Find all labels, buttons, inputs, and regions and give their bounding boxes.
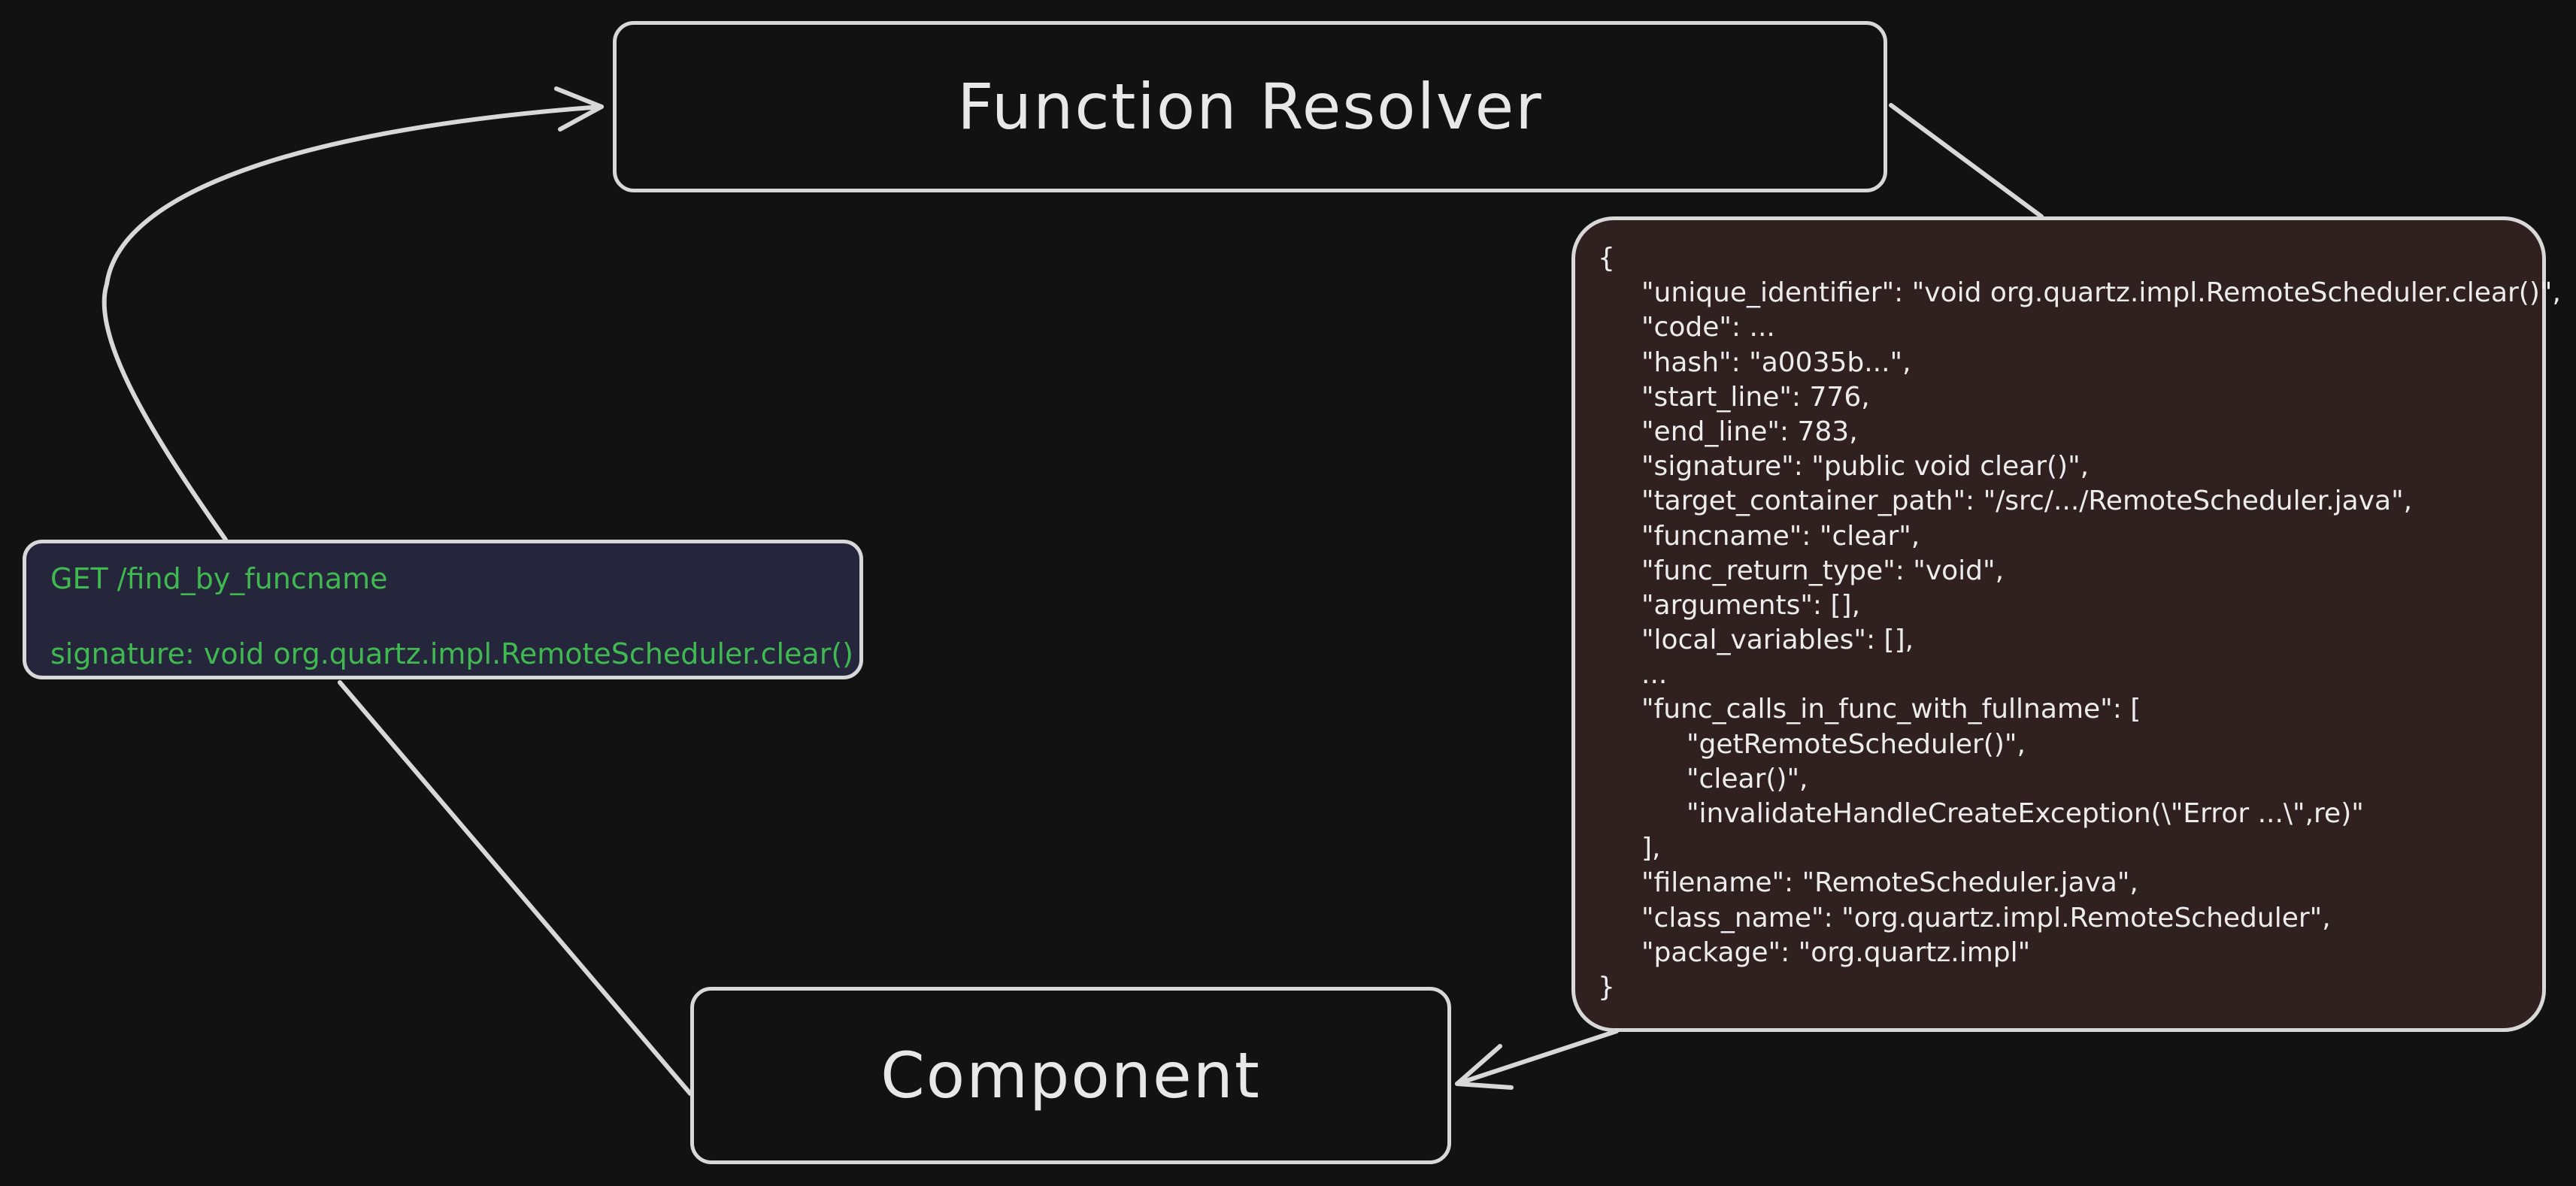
response-json-line: ...	[1641, 659, 1668, 691]
response-json-line: "local_variables": [],	[1641, 625, 1914, 656]
response-json-line: "end_line": 783,	[1641, 416, 1858, 447]
response-json-line: "getRemoteScheduler()",	[1687, 728, 2026, 760]
response-json-line: "start_line": 776,	[1641, 381, 1870, 413]
function-resolver-box: Function Resolver	[613, 21, 1887, 192]
function-resolver-title: Function Resolver	[957, 70, 1543, 144]
response-json-line: "filename": "RemoteScheduler.java",	[1641, 867, 2138, 899]
response-json-line: "code": ...	[1641, 312, 1775, 343]
request-to-resolver-arrowhead	[554, 86, 604, 132]
response-json-line: "clear()",	[1687, 763, 1808, 794]
request-box: GET /find_by_funcname signature: void or…	[23, 540, 863, 679]
request-signature-line: signature: void org.quartz.impl.RemoteSc…	[50, 637, 853, 670]
response-json-line: "func_calls_in_func_with_fullname": [	[1641, 694, 2141, 725]
response-json-line: "class_name": "org.quartz.impl.RemoteSch…	[1641, 902, 2331, 933]
response-to-component-arrow	[1455, 1029, 1619, 1086]
response-json-line: "invalidateHandleCreateException(\"Error…	[1687, 798, 2364, 829]
resolver-to-response-line	[1889, 103, 2044, 219]
response-json-line: "hash": "a0035b...",	[1641, 346, 1911, 378]
response-json-line: "arguments": [],	[1641, 589, 1861, 621]
response-json-line: {	[1598, 243, 1615, 274]
response-json-line: "funcname": "clear",	[1641, 520, 1920, 552]
response-json-line: "unique_identifier": "void org.quartz.im…	[1641, 277, 2561, 309]
response-json-line: }	[1598, 971, 1615, 1003]
response-json-box: { "unique_identifier": "void org.quartz.i…	[1571, 216, 2561, 1032]
response-json-line: "package": "org.quartz.impl"	[1641, 936, 2031, 968]
response-json-line: ],	[1641, 833, 1661, 864]
request-to-resolver-arrow	[102, 104, 604, 542]
component-box: Component	[690, 987, 1451, 1164]
response-json-line: "func_return_type": "void",	[1641, 555, 2005, 586]
component-to-request-line	[338, 680, 692, 1096]
request-method-line: GET /find_by_funcname	[50, 562, 388, 595]
component-title: Component	[880, 1039, 1261, 1112]
response-to-component-arrowhead	[1455, 1044, 1514, 1090]
response-json-line: "signature": "public void clear()",	[1641, 451, 2090, 483]
response-json-line: "target_container_path": "/src/.../Remot…	[1641, 486, 2413, 517]
